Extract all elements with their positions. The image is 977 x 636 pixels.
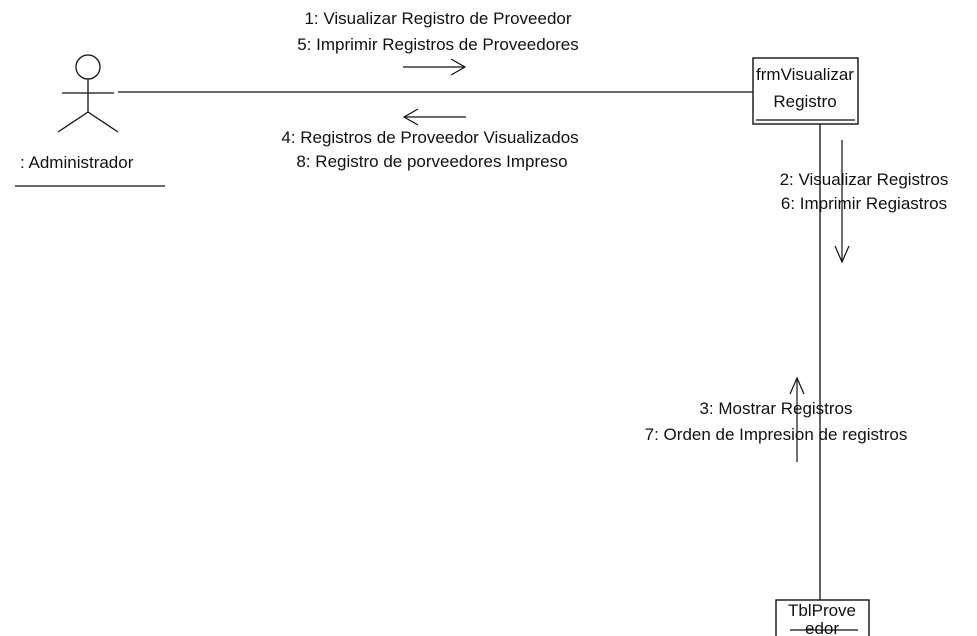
message-4-label: 4: Registros de Proveedor Visualizados (281, 128, 578, 147)
message-3-label: 3: Mostrar Registros (699, 399, 852, 418)
message-6-label: 6: Imprimir Regiastros (781, 194, 947, 213)
table-object-name-line2: edor (805, 619, 839, 636)
arrow-up-icon (789, 376, 805, 462)
table-object-name-line1: TblProve (788, 601, 856, 620)
actor-stick-figure-icon (57, 54, 119, 133)
form-object-name-line1: frmVisualizar (756, 65, 854, 84)
actor-label: : Administrador (20, 153, 134, 172)
form-object-name-line2: Registro (773, 92, 836, 111)
arrow-down-icon (834, 140, 850, 264)
message-1-label: 1: Visualizar Registro de Proveedor (304, 9, 571, 28)
arrow-left-icon (402, 108, 466, 126)
table-object[interactable]: TblProve edor (775, 599, 870, 636)
message-2-label: 2: Visualizar Registros (780, 170, 949, 189)
form-object[interactable]: frmVisualizar Registro (752, 57, 859, 125)
message-7-label: 7: Orden de Impresion de registros (645, 425, 908, 444)
arrow-right-icon (403, 58, 467, 76)
message-5-label: 5: Imprimir Registros de Proveedores (297, 35, 579, 54)
message-8-label: 8: Registro de porveedores Impreso (296, 152, 567, 171)
form-object-box (752, 57, 859, 125)
